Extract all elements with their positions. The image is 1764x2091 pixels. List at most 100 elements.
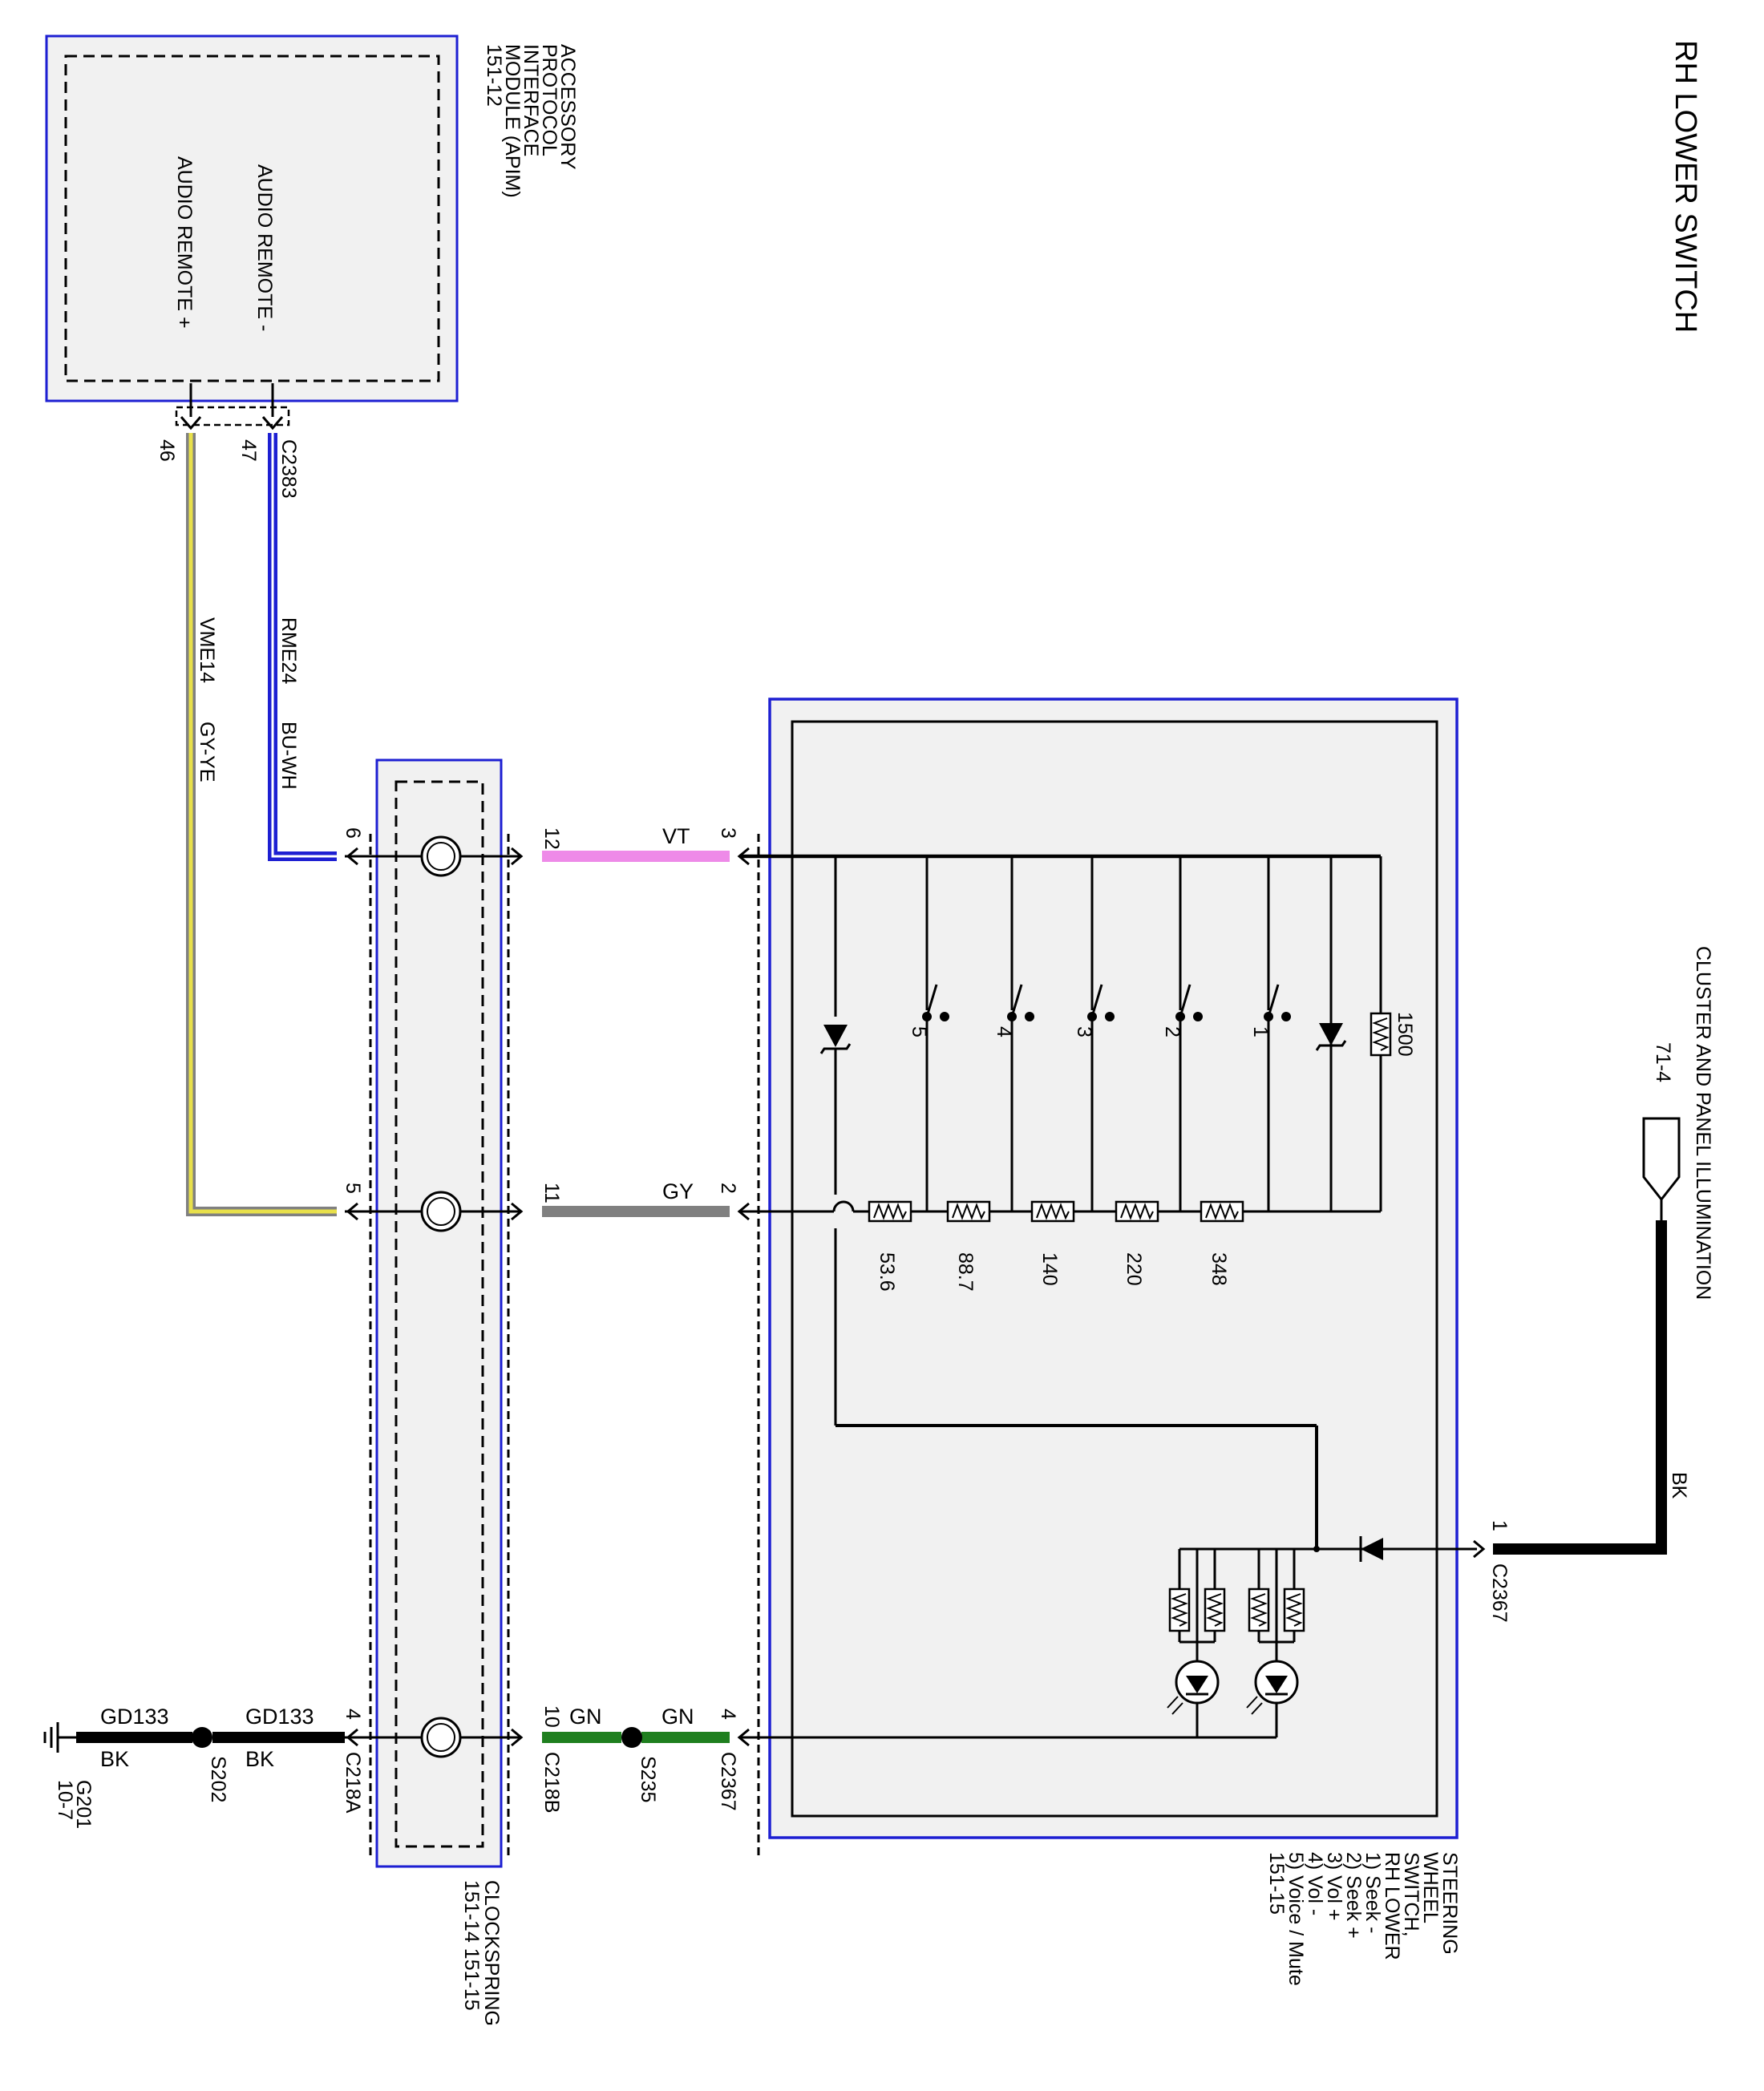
clockspring-inner-border <box>394 780 484 1848</box>
splice-s235-dot <box>621 1727 642 1748</box>
switch-border <box>768 698 1459 1839</box>
clockspring-pin-11: 11 <box>540 1183 563 1203</box>
resistor-220 <box>1115 1200 1159 1223</box>
resistor-1500: 1500 <box>1370 856 1416 1211</box>
apim-inner-border <box>64 55 440 382</box>
switch-number-1: 1 <box>1249 1026 1272 1037</box>
ground-icon <box>43 1722 76 1753</box>
splice-s235-label: S235 <box>637 1756 659 1802</box>
wire-gn-right-label: GN <box>662 1705 694 1729</box>
apim-name-line-4: MODULE (APIM) <box>501 44 524 198</box>
switch-number-3: 3 <box>1073 1026 1095 1037</box>
apim-name-line-3: INTERFACE <box>520 44 542 156</box>
wire-vt: VT <box>542 824 730 862</box>
illumination-ref: 71-4 <box>1652 1042 1674 1082</box>
resistor-value-88-7: 88.7 <box>954 1252 977 1292</box>
wire-rme24: RME24 BU-WH <box>268 433 337 861</box>
apim-pin-minus-label: AUDIO REMOTE - <box>253 164 276 331</box>
switch-5-voice-mute: 5 <box>908 856 951 1211</box>
clockspring-name: CLOCKSPRING <box>480 1880 503 2026</box>
apim-pin-46: 46 <box>156 439 178 462</box>
switch-pin-1: 1 <box>1488 1520 1511 1531</box>
illumination-name: CLUSTER AND PANEL ILLUMINATION <box>1692 946 1714 1300</box>
apim-name-line-1: ACCESSORY <box>556 44 579 170</box>
switch-pin-3: 3 <box>717 827 739 839</box>
resistor-value-348: 348 <box>1208 1252 1230 1286</box>
ground-ref: 10-7 <box>54 1780 76 1820</box>
wire-gd133-left-circuit: GD133 <box>100 1705 169 1729</box>
clockspring-pin-12: 12 <box>540 827 563 850</box>
resistor-value-220: 220 <box>1123 1252 1145 1286</box>
wire-gn-left-label: GN <box>569 1705 602 1729</box>
switch-name-line-4: RH LOWER <box>1381 1852 1403 1960</box>
apim-border <box>45 34 459 402</box>
switch-4-vol-minus: 4 <box>993 856 1036 1211</box>
switch-3-vol-plus: 3 <box>1073 856 1116 1211</box>
ground-id: G201 <box>72 1780 95 1829</box>
illumination-feed: 1 C2367 BK 71-4 CLUSTER AND PANEL ILLUMI… <box>1472 946 1714 1623</box>
clockspring-refs: 151-14 151-15 <box>460 1880 483 2011</box>
switch-1-seek-minus: 1 <box>1249 856 1293 1211</box>
connector-c2383: C2383 47 46 <box>156 383 300 499</box>
switch-name-line-3: SWITCH, <box>1400 1852 1422 1937</box>
clockspring-pin-6: 6 <box>342 827 364 839</box>
switch-name-line-8: 4) Vol - <box>1304 1852 1326 1915</box>
resistor-value-1500: 1500 <box>1394 1012 1416 1057</box>
wire-vme14-color: GY-YE <box>196 722 218 783</box>
switch-pin-2: 2 <box>717 1183 739 1194</box>
clockspring-channel-3 <box>345 1717 523 1758</box>
ground-circuit: GD133 BK GD133 BK S202 G201 10-7 <box>43 1705 345 1829</box>
wire-gd133-left-color: BK <box>100 1747 129 1771</box>
wire-gd133-right-color: BK <box>245 1747 274 1771</box>
wire-vt-label: VT <box>662 824 690 848</box>
switch-inner-border <box>791 720 1438 1818</box>
wire-rme24-color: BU-WH <box>277 722 300 790</box>
switch-name-line-7: 3) Vol + <box>1323 1852 1345 1920</box>
switch-name-line-1: STEERING <box>1438 1852 1461 1955</box>
wire-bk-illum <box>1493 1220 1667 1555</box>
apim-name-line-5: 151-12 <box>483 44 505 107</box>
apim-pin-47: 47 <box>237 439 260 462</box>
wire-gn: GN GN S235 <box>542 1705 730 1802</box>
switch-pin-4: 4 <box>717 1709 739 1720</box>
offpage-connector-icon <box>1642 1117 1681 1202</box>
resistor-88-7 <box>946 1200 991 1223</box>
steering-wheel-switch: 3 2 4 C2367 53.6 88.7 140 220 348 5 <box>717 698 1477 1986</box>
zener-diode-icon <box>1315 856 1347 1211</box>
apim-pin-plus-label: AUDIO REMOTE + <box>173 156 196 329</box>
apim-module: AUDIO REMOTE - AUDIO REMOTE + ACCESSORY … <box>45 34 579 402</box>
wire-gd133-right-circuit: GD133 <box>245 1705 314 1729</box>
resistor-140 <box>1030 1200 1075 1223</box>
c2383-label: C2383 <box>277 439 300 499</box>
apim-name-line-2: PROTOCOL <box>538 44 560 156</box>
splice-s202-label: S202 <box>207 1756 229 1802</box>
clockspring-pin-5: 5 <box>342 1183 364 1194</box>
clockspring-pin-10: 10 <box>540 1705 563 1728</box>
wire-vme14: VME14 GY-YE <box>186 433 337 1216</box>
wire-gy: GY <box>542 1179 730 1217</box>
switch-2-seek-plus: 2 <box>1161 856 1204 1211</box>
wire-rme24-circuit: RME24 <box>277 617 300 684</box>
connector-c218a-label: C218A <box>342 1752 364 1814</box>
switch-number-4: 4 <box>993 1026 1015 1037</box>
led-branch-1 <box>1246 1547 1317 1737</box>
led-branch-2 <box>1167 1547 1276 1737</box>
switch-name-line-5: 1) Seek - <box>1361 1852 1384 1933</box>
resistor-value-140: 140 <box>1038 1252 1061 1286</box>
connector-c218b-label: C218B <box>540 1752 563 1813</box>
wire-gy-label: GY <box>662 1179 694 1203</box>
wire-vme14-circuit: VME14 <box>196 617 218 683</box>
switch-connector-label: C2367 <box>717 1752 739 1811</box>
switch-number-5: 5 <box>908 1026 930 1037</box>
illum-zener-diode-icon <box>819 856 1318 1549</box>
switch-name-line-6: 2) Seek + <box>1342 1852 1365 1939</box>
input-diode-icon <box>1313 1536 1477 1562</box>
page-title: RH LOWER SWITCH <box>1669 40 1702 333</box>
switch-number-2: 2 <box>1161 1026 1183 1037</box>
resistor-348 <box>1200 1200 1244 1223</box>
switch-name-line-2: WHEEL <box>1419 1852 1442 1923</box>
clockspring-channel-2 <box>345 1191 523 1232</box>
switch-connector-c2367-top-label: C2367 <box>1488 1563 1511 1623</box>
splice-s202-dot <box>192 1727 212 1748</box>
